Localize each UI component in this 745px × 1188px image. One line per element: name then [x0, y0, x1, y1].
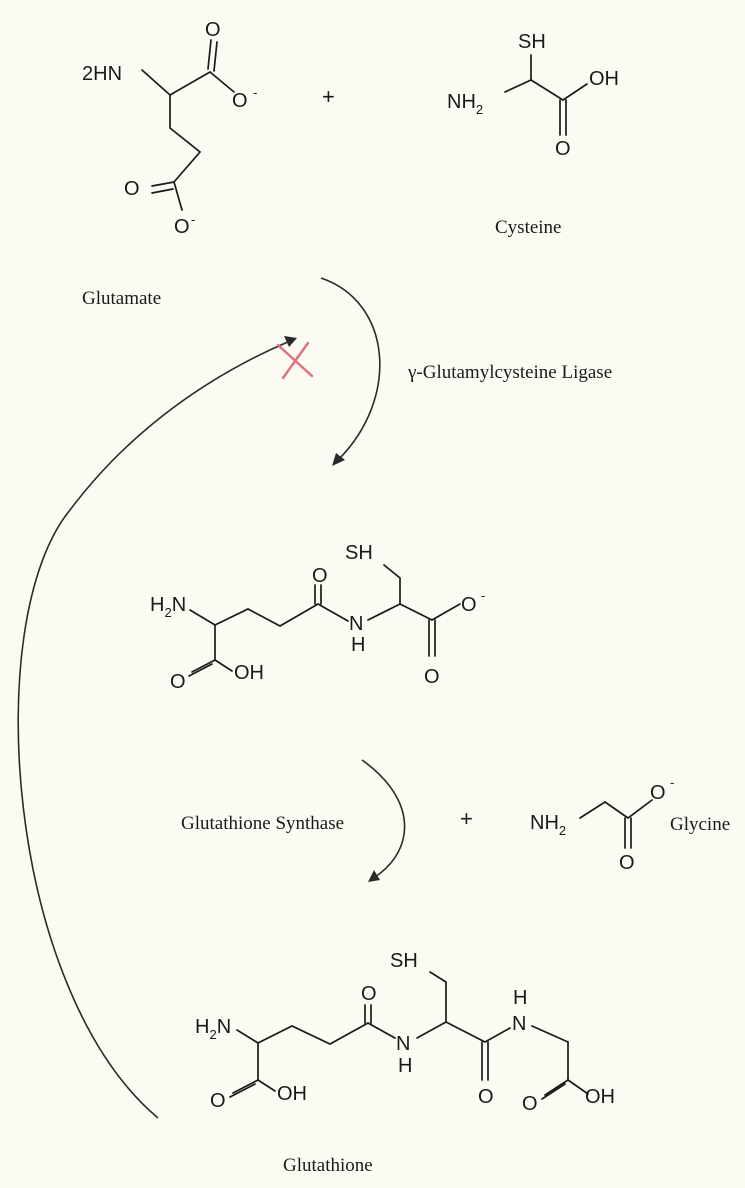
glutathione-amide2-nitrogen: N: [512, 1013, 526, 1035]
gamma-glutamylcysteine-structure: H2N SH O N H O - O O OH: [150, 542, 485, 693]
inhibition-cross-icon: [276, 341, 314, 380]
glycine-structure: NH2 O - O: [530, 775, 674, 874]
glutathione-amide1-nitrogen: N: [396, 1033, 410, 1055]
glutamate-carboxylate-oxygen: O: [232, 90, 248, 112]
glutathione-amide1-oxygen: O: [361, 983, 377, 1005]
dipeptide-amide-oxygen: O: [312, 565, 328, 587]
glutamate-label: Glutamate: [82, 288, 161, 309]
glutathione-amine: H2N: [195, 1016, 231, 1042]
dipeptide-acid-hydroxyl: OH: [234, 662, 264, 684]
glycine-charge: -: [670, 775, 674, 790]
plus-sign-top: +: [322, 84, 335, 109]
dipeptide-acid-oxygen: O: [170, 671, 186, 693]
glutathione-label: Glutathione: [283, 1155, 373, 1176]
glutamate-side-carbonyl-oxygen: O: [124, 178, 140, 200]
dipeptide-carbonyl-oxygen: O: [424, 666, 440, 688]
glycine-label: Glycine: [670, 814, 730, 835]
enzyme-synthase-label: Glutathione Synthase: [181, 813, 344, 834]
synthase-reaction-arrow: [361, 759, 406, 882]
cysteine-amine: NH2: [447, 91, 483, 117]
glutathione-acid1-oxygen: O: [210, 1090, 226, 1112]
feedback-inhibition-arrow: [17, 336, 297, 1119]
glutathione-amide1-hydrogen: H: [398, 1055, 412, 1077]
enzyme-ligase-label: γ-Glutamylcysteine Ligase: [407, 362, 612, 383]
cysteine-label: Cysteine: [495, 217, 562, 238]
ligase-reaction-arrow: [320, 277, 381, 466]
glutamate-carbonyl-oxygen: O: [205, 19, 221, 41]
glutamate-amine: 2HN: [82, 63, 122, 85]
glycine-amine: NH2: [530, 812, 566, 838]
glutamate-charge-2: -: [191, 212, 195, 227]
glutathione-structure: H2N SH O N H H N O O OH O OH: [195, 950, 615, 1115]
dipeptide-amide-hydrogen: H: [351, 634, 365, 656]
dipeptide-charge: -: [481, 588, 485, 603]
dipeptide-amide-nitrogen: N: [349, 613, 363, 635]
glutathione-thiol: SH: [390, 950, 418, 972]
dipeptide-amine: H2N: [150, 594, 186, 620]
dipeptide-thiol: SH: [345, 542, 373, 564]
glutathione-acid1-hydroxyl: OH: [277, 1083, 307, 1105]
glycine-carboxylate-oxygen: O: [650, 782, 666, 804]
glutamate-charge-1: -: [253, 85, 257, 100]
cysteine-thiol: SH: [518, 31, 546, 53]
glutamate-side-carboxylate-oxygen: O: [174, 216, 190, 238]
glutamate-structure: 2HN O O - O O -: [82, 19, 257, 238]
glutathione-amide2-hydrogen: H: [513, 987, 527, 1009]
plus-sign-bottom: +: [460, 806, 473, 831]
glutathione-amide2-oxygen: O: [478, 1086, 494, 1108]
glutathione-acid2-hydroxyl: OH: [585, 1086, 615, 1108]
cysteine-hydroxyl: OH: [589, 68, 619, 90]
dipeptide-carboxylate-oxygen: O: [461, 594, 477, 616]
cysteine-carbonyl-oxygen: O: [555, 138, 571, 160]
cysteine-structure: SH NH2 OH O: [447, 31, 619, 160]
glycine-carbonyl-oxygen: O: [619, 852, 635, 874]
glutathione-acid2-oxygen: O: [522, 1093, 538, 1115]
